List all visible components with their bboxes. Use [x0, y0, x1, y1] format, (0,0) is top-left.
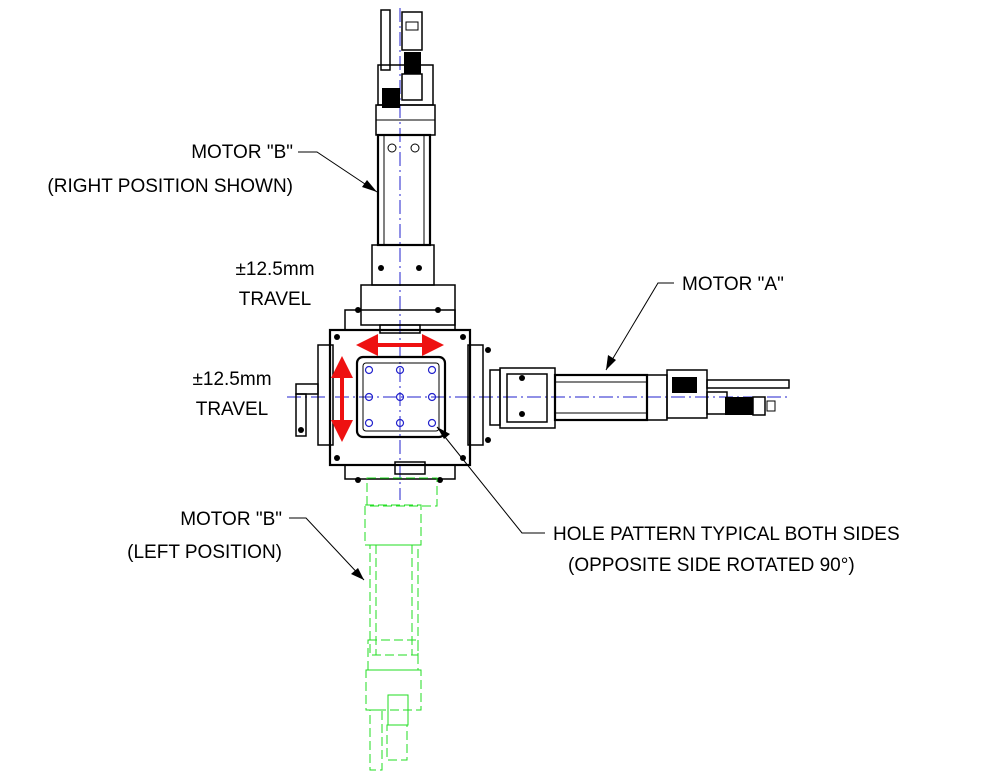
travel-top-label-line1: ±12.5mm: [235, 259, 314, 280]
hole-pattern-label-line2: (OPPOSITE SIDE ROTATED 90°): [568, 555, 855, 576]
leader-lines: [289, 151, 674, 581]
travel-left-label-line2: TRAVEL: [196, 399, 269, 420]
motor-b-left-label-line2: (LEFT POSITION): [127, 542, 282, 563]
vertical-travel-arrow: [331, 356, 353, 442]
horizontal-travel-arrow: [356, 334, 444, 356]
hole-pattern: [364, 365, 437, 428]
travel-top-label-line2: TRAVEL: [239, 289, 312, 310]
motor-a-label: MOTOR "A": [682, 274, 784, 295]
labels: MOTOR "B" (RIGHT POSITION SHOWN) ±12.5mm…: [47, 142, 899, 576]
motor-b-left-phantom: [364, 477, 438, 771]
travel-left-label-line1: ±12.5mm: [192, 369, 271, 390]
motor-b-right-label-line2: (RIGHT POSITION SHOWN): [47, 176, 293, 197]
motor-b-right-body: [360, 9, 456, 326]
stage-body: [295, 307, 491, 483]
hole-pattern-label-line1: HOLE PATTERN TYPICAL BOTH SIDES: [553, 524, 900, 545]
centerlines: [287, 8, 790, 500]
motor-a-body: [489, 367, 790, 429]
motor-b-left-label-line1: MOTOR "B": [180, 509, 282, 530]
motor-b-right-label-line1: MOTOR "B": [191, 142, 293, 163]
travel-arrows: [331, 334, 444, 442]
